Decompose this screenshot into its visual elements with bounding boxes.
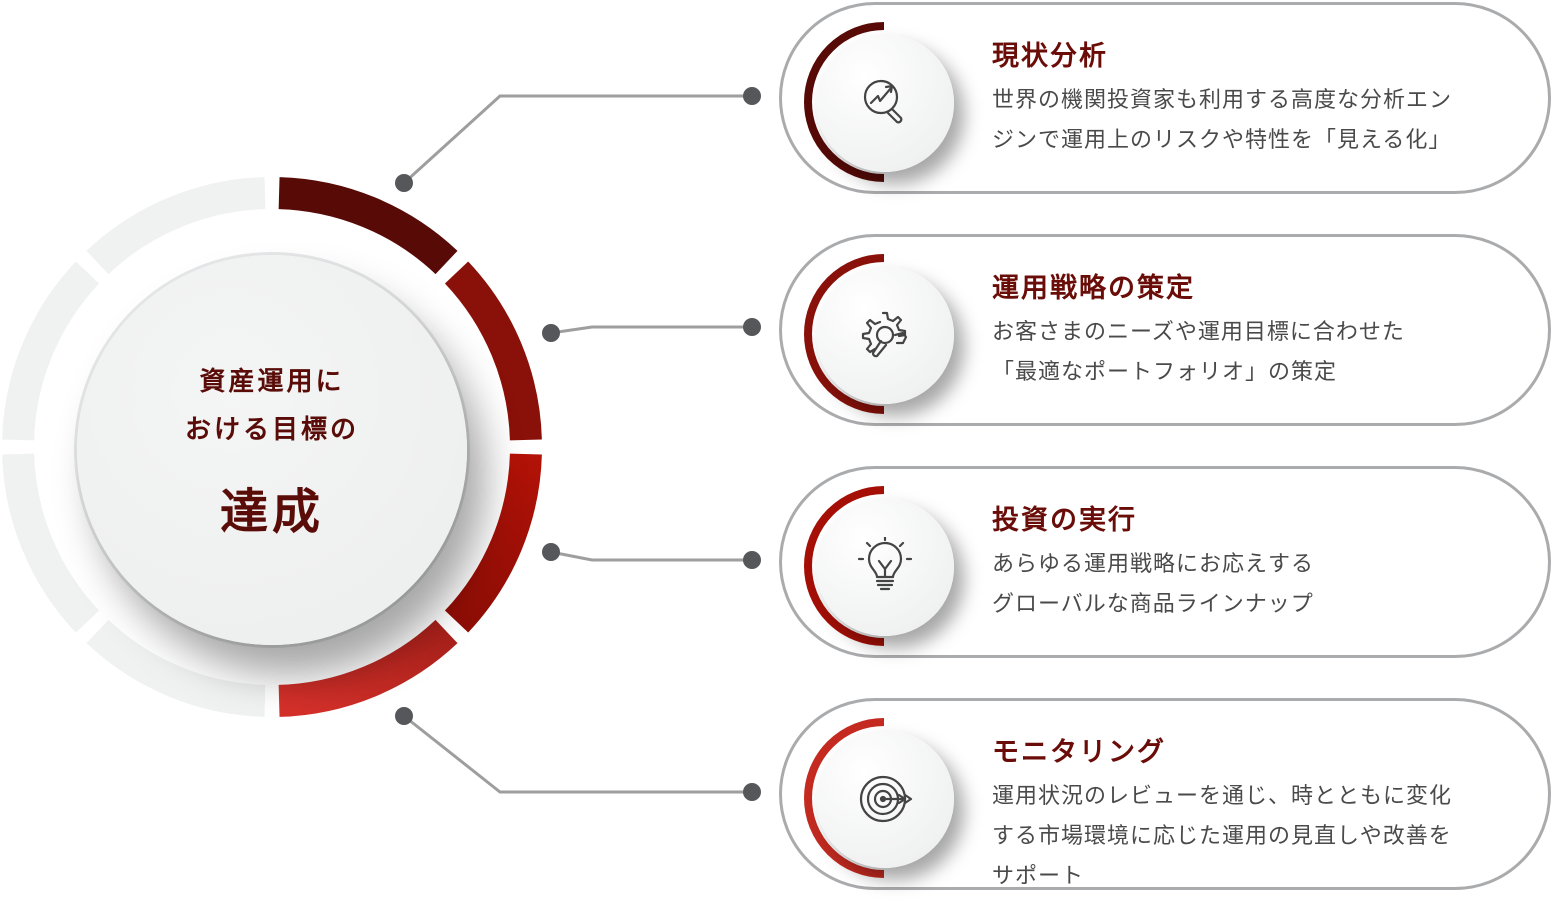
connector-dot <box>395 174 413 192</box>
connector-dot <box>542 543 560 561</box>
step-card-2: 運用戦略の策定 お客さまのニーズや運用目標に合わせた「最適なポートフォリオ」の策… <box>779 234 1551 426</box>
accent-arc <box>804 486 885 646</box>
connector-2 <box>550 325 752 335</box>
card-description-line: する市場環境に応じた運用の見直しや改善を <box>992 824 1452 849</box>
card-title: 投資の実行 <box>992 505 1137 536</box>
ring-segment-3 <box>444 453 542 633</box>
connector-3 <box>550 550 752 562</box>
card-description: あらゆる運用戦略にお応えするグローバルな商品ラインナップ <box>992 545 1518 625</box>
card-title: 運用戦略の策定 <box>992 273 1195 304</box>
card-description-line: ジンで運用上のリスクや特性を「見える化」 <box>992 128 1452 153</box>
card-description-line: サポート <box>992 864 1085 889</box>
card-title: 現状分析 <box>992 41 1108 72</box>
card-description: お客さまのニーズや運用目標に合わせた「最適なポートフォリオ」の策定 <box>992 313 1518 393</box>
chart-magnifier-icon <box>863 79 903 124</box>
card-description-line: 世界の機関投資家も利用する高度な分析エン <box>992 88 1453 113</box>
connector-dot <box>743 318 761 336</box>
connector-lines <box>402 94 752 794</box>
gear-wrench-icon <box>861 311 908 358</box>
step-card-1: 現状分析 世界の機関投資家も利用する高度な分析エンジンで運用上のリスクや特性を「… <box>779 2 1551 194</box>
card-description-line: グローバルな商品ラインナップ <box>992 592 1314 617</box>
card-title: モニタリング <box>992 737 1166 768</box>
connector-dot <box>395 707 413 725</box>
target-icon <box>859 775 913 823</box>
card-description-line: 運用状況のレビューを通じ、時とともに変化 <box>992 784 1453 809</box>
ring-segment-2 <box>444 261 542 441</box>
center-line-2: おける目標の <box>184 415 359 445</box>
connector-4 <box>403 714 752 794</box>
accent-arc <box>804 22 885 182</box>
ring-segment-empty <box>2 261 100 441</box>
center-heading: 達成 <box>219 484 324 540</box>
connector-dot <box>743 783 761 801</box>
connector-dot <box>743 551 761 569</box>
card-description-line: あらゆる運用戦略にお応えする <box>992 552 1315 577</box>
step-card-3: 投資の実行 あらゆる運用戦略にお応えするグローバルな商品ラインナップ <box>779 466 1551 658</box>
center-line-1: 資産運用に <box>199 367 345 397</box>
card-description-line: 「最適なポートフォリオ」の策定 <box>992 360 1338 385</box>
ring-segment-4 <box>278 619 458 717</box>
card-description-line: お客さまのニーズや運用目標に合わせた <box>992 320 1405 345</box>
ring-segment-empty <box>86 177 266 275</box>
accent-arc <box>804 718 885 878</box>
icon-badge <box>804 486 964 646</box>
step-card-4: モニタリング 運用状況のレビューを通じ、時とともに変化する市場環境に応じた運用の… <box>779 698 1551 890</box>
connector-1 <box>402 94 752 185</box>
lightbulb-icon <box>857 537 913 591</box>
goal-center-circle: 資産運用に おける目標の 達成 <box>77 255 467 645</box>
ring-segment-1 <box>278 177 458 275</box>
icon-badge <box>804 718 964 878</box>
card-description: 運用状況のレビューを通じ、時とともに変化する市場環境に応じた運用の見直しや改善を… <box>992 777 1518 897</box>
connector-dot <box>743 87 761 105</box>
accent-arc <box>804 254 885 414</box>
icon-badge <box>804 254 964 414</box>
icon-badge <box>804 22 964 182</box>
connector-dot <box>542 324 560 342</box>
card-description: 世界の機関投資家も利用する高度な分析エンジンで運用上のリスクや特性を「見える化」 <box>992 81 1518 161</box>
ring-segment-empty <box>86 619 266 717</box>
ring-segment-empty <box>2 453 100 633</box>
